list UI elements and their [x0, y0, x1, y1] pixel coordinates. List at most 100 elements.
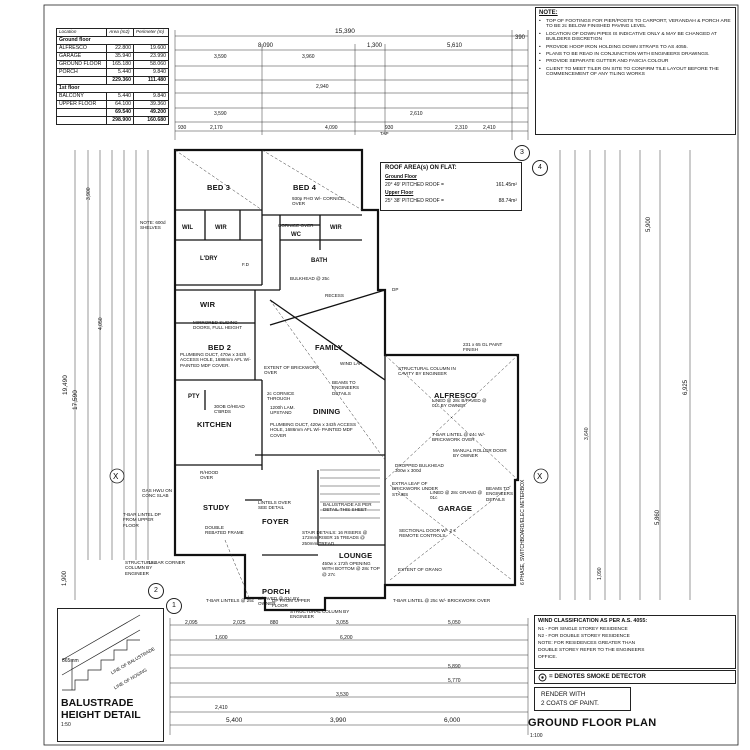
render-line: RENDER WITH	[541, 691, 586, 698]
annotation: LINED @ 28c B/PAVED @ 01c BY OWNER	[432, 398, 487, 409]
dim: 930	[178, 125, 187, 131]
sheet-border	[43, 4, 739, 746]
annotation: GAS HWU ON CONC SLAB	[142, 488, 173, 499]
dim: 2,310	[455, 125, 468, 131]
roof-area-box: ROOF AREA(s) ON FLAT: Ground Floor 20° 4…	[380, 162, 522, 211]
annotation: 1200h LAM. UPSTAND	[270, 405, 295, 416]
annotation: LINTELS OVER SEE DETAIL	[258, 500, 291, 511]
wind-title: WIND CLASSIFICATION AS PER A.S. 4055:	[538, 618, 648, 624]
annotation: EXTRA LEAF OF BRICKWORK UNDER STAIRS	[392, 481, 438, 497]
annotation: LINED @ 28c GRANO @ 01c	[430, 490, 483, 501]
grid-marker-1: 1	[166, 598, 182, 614]
note-item: LOCATION OF DOWN PIPES IS INDICATIVE ONL…	[539, 32, 733, 43]
spacer	[55, 116, 108, 125]
note-item: PROVIDE HOOP IRON HOLDING DOWN STRAPS TO…	[539, 45, 733, 51]
room-family: FAMILY	[315, 343, 344, 352]
wind-line: OFFICE.	[538, 655, 557, 660]
dim-bottom: 2,095	[185, 620, 198, 626]
notes-title: NOTE:	[539, 10, 558, 16]
room-wir-1: WIR	[215, 225, 227, 231]
note-item: PROVIDE SEPARATE GUTTER AND FASCIA COLOU…	[539, 59, 733, 65]
dim-overall: 15,390	[335, 28, 355, 35]
annotation: DROPPED BULKHEAD 300w x 300d	[395, 463, 444, 474]
dim-left: 1,900	[62, 570, 68, 586]
annotation: 930p FHO W/- CORNICE OVER	[292, 196, 345, 207]
annotation: STAIR DETAILS: 16 RISERS @ 172mm/RISER 1…	[302, 530, 368, 546]
dim-bottom: 1,600	[215, 635, 228, 641]
dim-bottom: 5,890	[448, 664, 461, 670]
section-x-right: X	[537, 472, 543, 481]
dim-right: 3,640	[584, 427, 590, 440]
dim-right: 6,925	[683, 379, 689, 395]
annotation: SECTIONAL DOOR W/- 2 x REMOTE CONTROLS	[399, 528, 456, 539]
section-marker-right	[533, 468, 549, 484]
dim-left: 17,590	[72, 390, 79, 410]
render-note: RENDER WITH 2 COATS OF PAINT.	[534, 687, 631, 711]
room-garage: GARAGE	[438, 504, 473, 513]
room-dining: DINING	[313, 407, 341, 416]
annotation: STRUCTURAL COLUMN BY ENGINEER	[125, 560, 156, 576]
dim-bottom: 5,770	[448, 678, 461, 684]
annotation: STRUCTURAL COLUMN IN CAVITY BY ENGINEER	[398, 366, 456, 377]
balustrade-line-label: LINE OF BALUSTRADE	[110, 646, 156, 676]
annotation: TAP	[380, 131, 389, 136]
balustrade-steps	[61, 614, 141, 691]
dim-right: 1,090	[597, 567, 603, 580]
annotation: PLUMBING DUCT, 470w x 343h ACCESS HOLE, …	[180, 352, 251, 368]
dim-left: 3,900	[86, 187, 92, 200]
right-dimension-lines	[559, 150, 691, 600]
dim-left: 4,050	[98, 317, 104, 330]
dim: 1,300	[367, 43, 383, 49]
wind-line: DOUBLE STOREY REFER TO THE ENGINEERS	[538, 648, 645, 653]
annotation: BEAMS TO ENGINEERS DETAILS	[486, 486, 514, 502]
annotation: T-BAR LINTEL @ 25c W/- BRICKWORK OVER	[393, 598, 491, 603]
room-wir-3: WIR	[200, 300, 216, 309]
roof-ground-value: 161.45m²	[495, 182, 517, 188]
grid-marker-2: 2	[148, 583, 164, 599]
dim: 2,610	[410, 111, 423, 117]
dim-bottom: 3,530	[336, 692, 349, 698]
annotation: CORNICE OVER	[278, 223, 314, 228]
left-dimension-lines	[74, 150, 149, 600]
dim: 8,090	[258, 43, 274, 49]
room-bed3: BED 3	[207, 183, 231, 192]
wind-line: NOTE: FOR RESIDENCES GREATER THAN	[538, 641, 636, 646]
grid-marker-4: 4	[532, 160, 548, 176]
annotation: EXTENT OF GRANO	[398, 567, 442, 572]
dim: 3,590	[214, 54, 227, 60]
annotation: PLUMBING DUCT, 420w x 343h ACCESS HOLE, …	[270, 422, 357, 438]
wind-classification-box: WIND CLASSIFICATION AS PER A.S. 4055: N1…	[534, 615, 736, 669]
room-laundry: L'DRY	[200, 256, 218, 262]
annotation: EXTENT OF BRICKWORK OVER	[264, 365, 320, 376]
dim: 930	[385, 125, 394, 131]
stairs	[320, 469, 380, 519]
room-porch: PORCH	[262, 587, 291, 596]
annotation: DOUBLE REBATED FRAME	[205, 525, 244, 536]
wind-line: N2 - FOR DOUBLE STOREY RESIDENCE	[538, 634, 630, 639]
exterior-walls	[173, 148, 520, 612]
annotation: 30OB O/HEAD C'BRDS	[214, 404, 245, 415]
annotation: BULKHEAD @ 25c	[290, 276, 330, 281]
roof-upper-line: 25° 38' PITCHED ROOF =	[385, 198, 444, 204]
dim: 2,410	[483, 125, 496, 131]
notes-list: TOP OF FOOTINGS FOR PIER/POSTS TO CARPOR…	[539, 19, 733, 80]
dim-bottom: 880	[270, 620, 279, 626]
dim: 2,940	[316, 84, 329, 90]
roof-ground-line: 20° 49' PITCHED ROOF =	[385, 182, 444, 188]
balustrade-scale: 1:50	[61, 722, 71, 728]
dim-bottom: 2,410	[215, 705, 228, 711]
balustrade-title-2: HEIGHT DETAIL	[61, 709, 141, 721]
top-dimension-lines	[174, 30, 529, 140]
annotation: T-BAR LINTELS @ 25c	[206, 598, 255, 603]
dim: 3,590	[214, 111, 227, 117]
roof-area-title: ROOF AREA(s) ON FLAT:	[385, 165, 457, 171]
interior-walls	[175, 150, 386, 585]
room-study: STUDY	[203, 503, 230, 512]
annotation: BEAMS TO ENGINEERS DETAILS	[332, 380, 360, 396]
annotation: T-BAR LINTEL DP FROM UPPER FLOOR	[123, 512, 161, 528]
section-markers	[109, 468, 549, 484]
room-pantry: PTY	[188, 394, 200, 400]
annotation: RECESS	[325, 293, 344, 298]
balustrade-title-1: BALUSTRADE	[61, 697, 134, 709]
dim: 5,610	[447, 43, 463, 49]
